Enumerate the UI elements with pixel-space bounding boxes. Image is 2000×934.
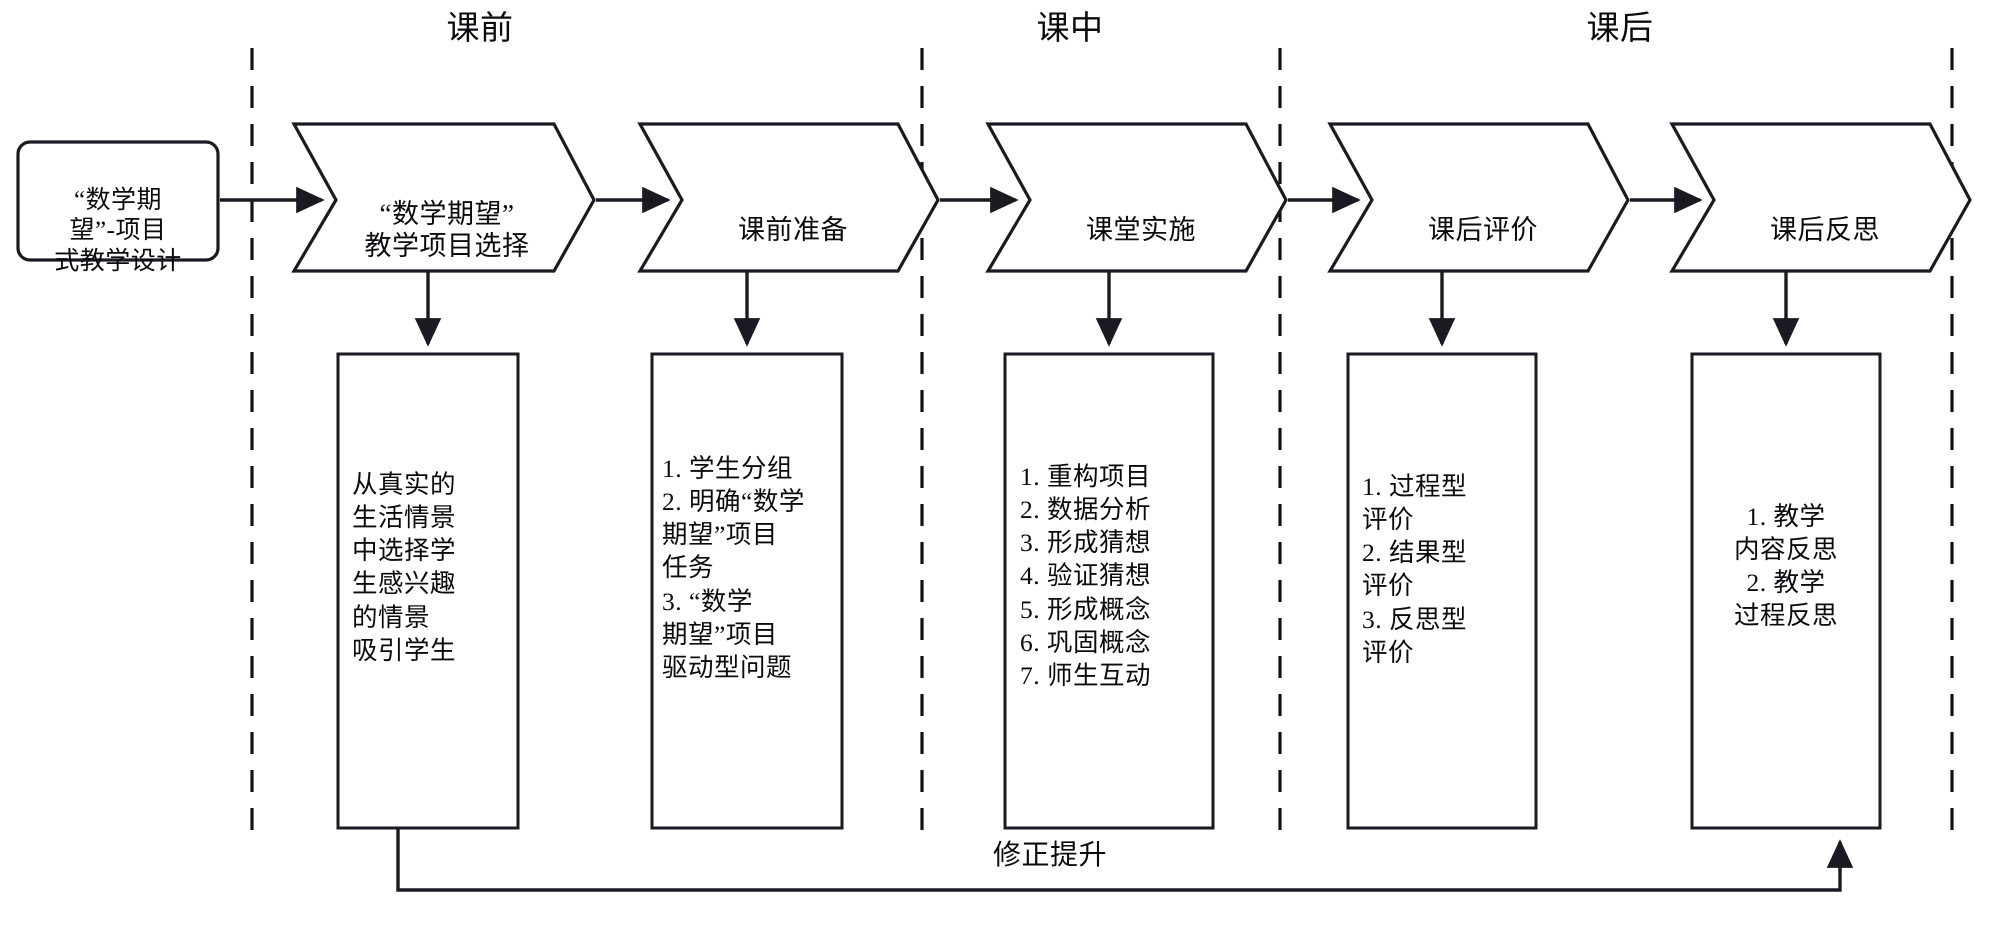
detail-text-class-implement: 1. 重构项目 2. 数据分析 3. 形成猜想 4. 验证猜想 5. 形成概念 … [1020, 462, 1152, 690]
detail-box-class-implement[interactable] [1003, 352, 1215, 830]
feedback-loop-path [396, 828, 1854, 892]
phase-label-pre-class: 课前 [446, 11, 514, 47]
stage-shape-post-evaluation[interactable] [1327, 122, 1630, 273]
detail-text-post-reflection: 1. 教学 内容反思 2. 教学 过程反思 [1733, 502, 1838, 631]
phase-label-in-class: 课中 [1036, 11, 1104, 47]
start-node-shape[interactable] [16, 140, 220, 262]
stage-label-pre-class-prep[interactable]: 课前准备 [738, 214, 848, 245]
stage-label-post-evaluation[interactable]: 课后评价 [1428, 214, 1538, 245]
stage-shape-post-reflection[interactable] [1669, 122, 1972, 273]
stage-shape-class-implement[interactable] [985, 122, 1288, 273]
stage-shape-project-selection[interactable] [291, 122, 596, 273]
stage-label-class-implement[interactable]: 课堂实施 [1086, 214, 1196, 245]
detail-box-pre-class-prep[interactable] [650, 352, 844, 830]
detail-text-pre-class-prep: 1. 学生分组 2. 明确“数学 期望”项目 任务 3. “数学 期望”项目 驱… [662, 454, 805, 682]
detail-text-post-evaluation: 1. 过程型 评价 2. 结果型 评价 3. 反思型 评价 [1362, 472, 1468, 667]
start-node-label: “数学期 望”-项目 式教学设计 [54, 186, 182, 275]
start-node[interactable]: “数学期 望”-项目 式教学设计 [18, 142, 218, 275]
stage-label-post-reflection[interactable]: 课后反思 [1770, 214, 1880, 245]
phase-label-post-class: 课后 [1586, 11, 1654, 47]
detail-box-post-evaluation[interactable] [1346, 352, 1538, 830]
detail-box-project-selection[interactable] [336, 352, 520, 830]
stage-shape-pre-class-prep[interactable] [637, 122, 940, 273]
feedback-loop-label: 修正提升 [992, 840, 1107, 871]
detail-text-project-selection: 从真实的 生活情景 中选择学 生感兴趣 的情景 吸引学生 [352, 470, 457, 665]
detail-box-post-reflection[interactable] [1690, 352, 1882, 830]
stage-label-project-selection[interactable]: “数学期望” 教学项目选择 [364, 198, 530, 261]
